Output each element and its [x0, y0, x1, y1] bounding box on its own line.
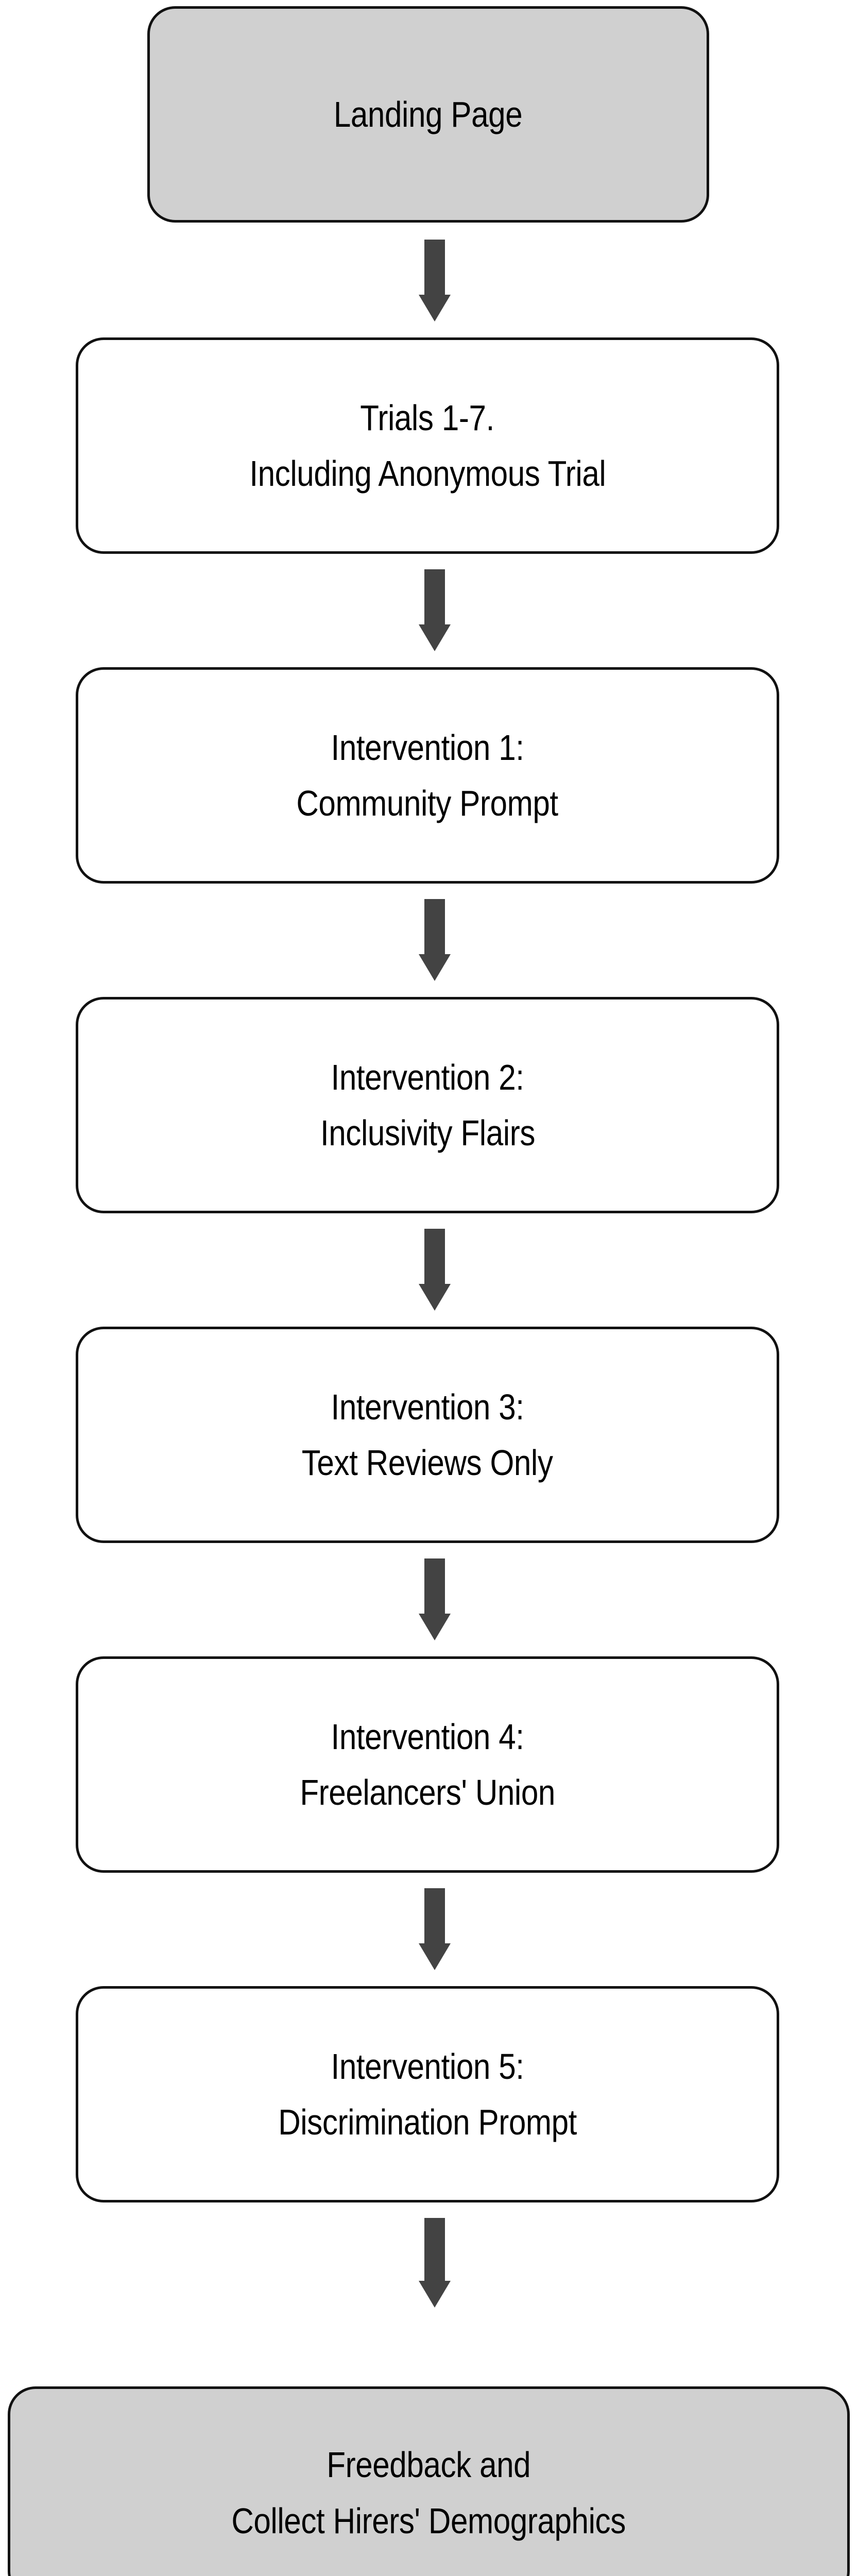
arrow-shaft	[424, 899, 445, 955]
arrow-shaft	[424, 240, 445, 295]
flow-node-intervention-1[interactable]: Intervention 1: Community Prompt	[76, 667, 779, 884]
flow-node-label-line-2: Freelancers' Union	[300, 1772, 555, 1812]
flow-node-label-line-2: Discrimination Prompt	[278, 2102, 577, 2142]
flow-node-label-line-1: Intervention 2:	[331, 1057, 524, 1097]
arrow-head	[419, 2281, 451, 2308]
flow-node-landing-page[interactable]: Landing Page	[147, 6, 709, 223]
flow-node-label-line-2: Text Reviews Only	[302, 1443, 553, 1483]
flow-node-trials[interactable]: Trials 1-7. Including Anonymous Trial	[76, 337, 779, 554]
flow-node-label-line-1: Intervention 5:	[331, 2046, 524, 2087]
down-arrow-icon	[419, 569, 451, 652]
flow-node-label-line-1: Freedback and	[327, 2445, 531, 2485]
flow-node-label-line-2: Including Anonymous Trial	[249, 453, 606, 494]
down-arrow-icon	[419, 240, 451, 322]
down-arrow-icon	[419, 1888, 451, 1971]
flow-node-intervention-5[interactable]: Intervention 5: Discrimination Prompt	[76, 1986, 779, 2202]
arrow-shaft	[424, 569, 445, 625]
flow-node-intervention-4[interactable]: Intervention 4: Freelancers' Union	[76, 1656, 779, 1873]
flow-node-label: Landing Page	[334, 94, 523, 134]
down-arrow-icon	[419, 1229, 451, 1311]
arrow-head	[419, 1943, 451, 1970]
flow-node-label-line-1: Intervention 4:	[331, 1716, 524, 1757]
down-arrow-icon	[419, 899, 451, 981]
flow-node-label-line-1: Trials 1-7.	[360, 397, 495, 438]
flow-node-feedback[interactable]: Freedback and Collect Hirers' Demographi…	[8, 2386, 850, 2576]
down-arrow-icon	[419, 2218, 451, 2308]
arrow-head	[419, 1284, 451, 1311]
arrow-head	[419, 954, 451, 981]
flow-node-intervention-2[interactable]: Intervention 2: Inclusivity Flairs	[76, 997, 779, 1213]
arrow-shaft	[424, 1558, 445, 1614]
down-arrow-icon	[419, 1558, 451, 1641]
flow-node-label-line-2: Inclusivity Flairs	[320, 1113, 535, 1153]
arrow-shaft	[424, 2218, 445, 2281]
arrow-shaft	[424, 1229, 445, 1284]
flow-node-label-line-1: Intervention 3:	[331, 1386, 524, 1427]
arrow-shaft	[424, 1888, 445, 1944]
flow-node-label-line-1: Intervention 1:	[331, 727, 524, 768]
arrow-head	[419, 295, 451, 321]
arrow-head	[419, 1614, 451, 1640]
flow-node-label-line-2: Collect Hirers' Demographics	[231, 2500, 626, 2541]
arrow-head	[419, 624, 451, 651]
flow-node-label-line-2: Community Prompt	[296, 783, 559, 823]
flow-node-intervention-3[interactable]: Intervention 3: Text Reviews Only	[76, 1327, 779, 1543]
